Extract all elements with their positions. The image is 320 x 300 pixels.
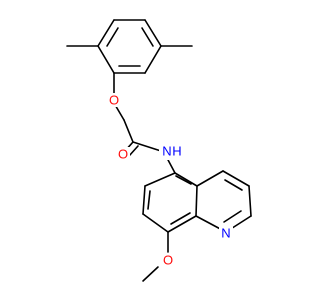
label-bg: [107, 93, 121, 107]
carbonyl-oxygen-label: O: [118, 147, 128, 162]
quinoline-nitrogen-label: N: [221, 226, 230, 241]
dimethylphenyl-ring: [97, 19, 162, 74]
structure-canvas: O O N H N O: [66, 19, 252, 282]
bond: [97, 19, 115, 47]
label-bg: [159, 142, 183, 160]
bond: [248, 185, 252, 217]
bond: [224, 179, 243, 191]
bond: [144, 45, 162, 74]
ether-oxygen-label: O: [109, 93, 119, 108]
bond: [195, 185, 198, 217]
amide-nitrogen-label: N: [162, 144, 171, 159]
quinoline-ring-system: [142, 170, 252, 233]
label-bg: [116, 147, 130, 161]
bond: [196, 170, 224, 187]
bond: [147, 190, 151, 210]
label-bg: [161, 253, 175, 267]
bond: [97, 45, 115, 74]
bond: [128, 145, 139, 157]
bond: [223, 210, 242, 223]
bond: [166, 157, 176, 174]
methoxy-methyl-bond: [142, 266, 159, 282]
bond: [167, 215, 197, 233]
bond: [170, 212, 191, 225]
bond: [144, 172, 176, 187]
bond: [132, 141, 162, 152]
bond: [142, 213, 169, 233]
bond: [175, 175, 192, 185]
bond: [142, 185, 146, 215]
bond: [174, 172, 198, 187]
methoxy-oxygen-label: O: [163, 253, 173, 268]
amide-hydrogen-label: H: [172, 144, 181, 159]
label-bg: [219, 226, 233, 240]
bond: [123, 119, 134, 143]
bond: [141, 27, 154, 47]
bond: [106, 27, 119, 47]
bond: [144, 19, 162, 47]
molecule-diagram: O O N H N O: [66, 19, 252, 282]
bond: [222, 170, 250, 187]
